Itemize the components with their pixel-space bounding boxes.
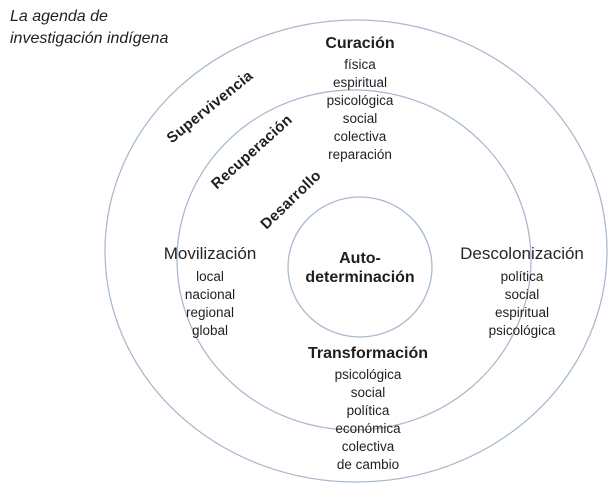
- list-item: social: [350, 385, 386, 400]
- section-descolonizacion-title: Descolonización: [460, 244, 584, 263]
- middle-ring-circle: [176, 89, 532, 431]
- section-curacion-title: Curación: [325, 35, 395, 52]
- list-item: espiritual: [494, 305, 550, 320]
- list-item: social: [342, 111, 378, 126]
- section-movilizacion: Movilización local nacional regional glo…: [164, 243, 257, 340]
- list-item: local: [196, 269, 224, 284]
- list-item: reparación: [328, 147, 392, 162]
- list-item: regional: [185, 305, 235, 320]
- list-item: económica: [335, 421, 401, 436]
- list-item: social: [504, 287, 540, 302]
- section-curacion: Curación física espiritual psicológica s…: [325, 34, 394, 164]
- list-item: política: [500, 269, 544, 284]
- list-item: de cambio: [336, 457, 400, 472]
- list-item: psicológica: [334, 367, 402, 382]
- center-label-line2: determinación: [305, 269, 415, 286]
- list-item: espiritual: [332, 75, 388, 90]
- list-item: física: [344, 57, 376, 72]
- section-descolonizacion: Descolonización política social espiritu…: [460, 243, 584, 340]
- center-label-autodeterminacion: Auto- determinación: [305, 249, 414, 287]
- diagram-title-line1: La agenda de: [10, 8, 108, 25]
- list-item: psicológica: [488, 323, 556, 338]
- diagram-title-line2: investigación indígena: [10, 30, 169, 47]
- list-item: global: [191, 323, 229, 338]
- center-label-line1: Auto-: [339, 250, 381, 267]
- section-transformacion: Transformación psicológica social políti…: [308, 344, 428, 474]
- list-item: nacional: [184, 287, 236, 302]
- list-item: colectiva: [341, 439, 395, 454]
- list-item: colectiva: [333, 129, 387, 144]
- inner-circle: [287, 196, 433, 338]
- list-item: política: [346, 403, 390, 418]
- section-movilizacion-title: Movilización: [163, 244, 257, 263]
- outer-ring-circle: [104, 19, 608, 483]
- diagram-title: La agenda de investigación indígena: [10, 6, 168, 50]
- list-item: psicológica: [326, 93, 394, 108]
- section-transformacion-title: Transformación: [307, 345, 429, 362]
